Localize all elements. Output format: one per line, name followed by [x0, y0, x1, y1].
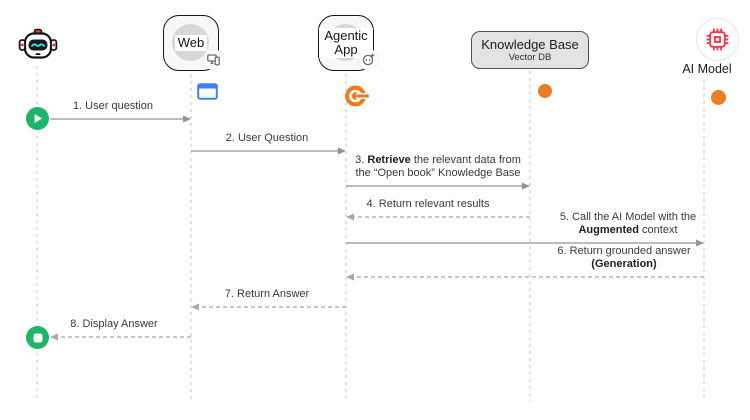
message-label-4: 4. Return relevant results [366, 198, 490, 210]
kb-activation-dot [538, 84, 552, 98]
start-node [26, 107, 49, 130]
actor-knowledge-base: Knowledge Base Vector DB [471, 31, 589, 69]
actor-web: Web [163, 15, 224, 71]
agent-swirl-icon [345, 85, 370, 112]
vector-db-sublabel: Vector DB [508, 51, 552, 63]
arrowhead-5 [696, 239, 704, 247]
chip-icon [706, 28, 729, 51]
message-label-8: 8. Display Answer [70, 318, 158, 330]
arrowhead-8 [50, 333, 58, 341]
arrowhead-4 [346, 213, 354, 221]
ai-model-label: AI Model [682, 62, 732, 76]
actor-ai-model [696, 18, 739, 61]
browser-window-icon [197, 83, 218, 105]
arrowhead-6 [346, 273, 354, 281]
message-label-7: 7. Return Answer [224, 288, 310, 300]
actor-web-label: Web [174, 35, 208, 51]
arrowhead-7 [191, 303, 199, 311]
stop-icon [33, 333, 42, 342]
end-node [26, 326, 49, 349]
arrowhead-2 [338, 147, 346, 155]
play-icon [34, 114, 42, 123]
devices-icon [203, 49, 224, 70]
ai-activation-dot [711, 90, 726, 105]
knowledge-base-label: Knowledge Base [481, 36, 579, 52]
actor-user [17, 25, 59, 70]
message-label-6: 6. Return grounded answer(Generation) [557, 245, 691, 270]
arrowhead-1 [183, 115, 191, 123]
message-label-1: 1. User question [72, 100, 154, 112]
robot-avatar-icon [18, 28, 58, 59]
message-label-2: 2. User Question [225, 132, 309, 144]
actor-agentic-app: Agentic App [318, 15, 379, 71]
bot-sparkle-icon [358, 49, 379, 70]
arrowhead-3 [522, 182, 530, 190]
